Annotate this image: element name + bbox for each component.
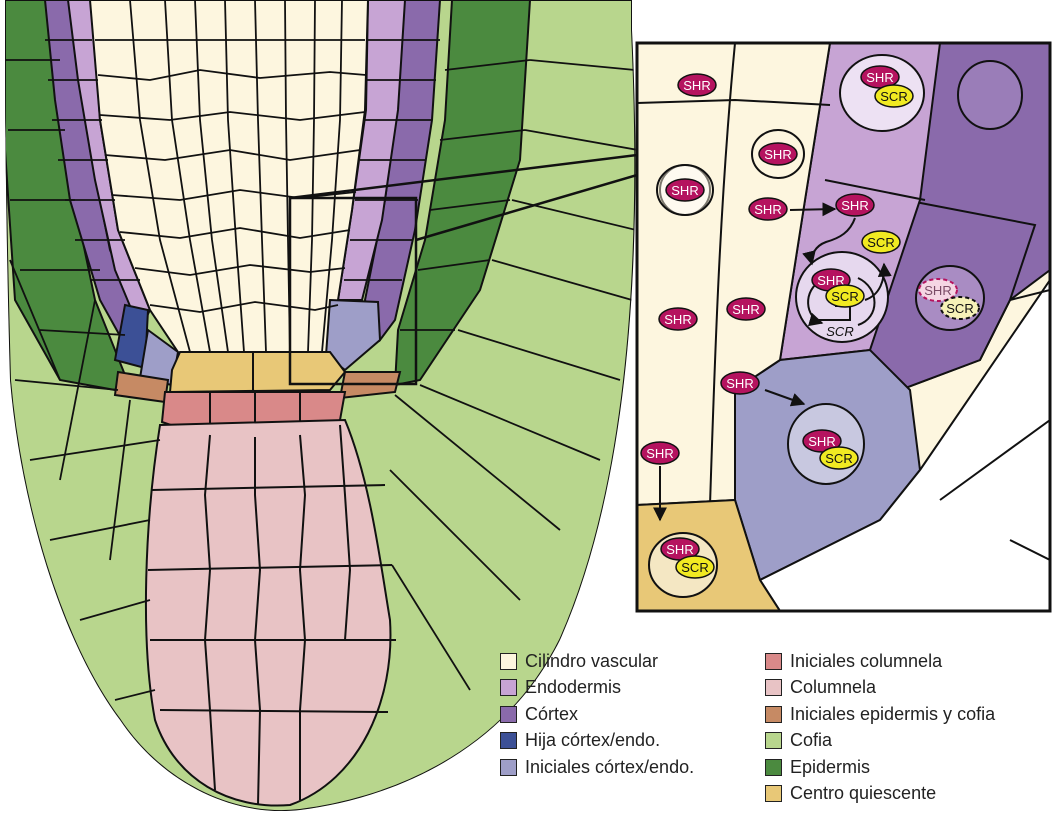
legend-label: Cofia — [790, 730, 832, 751]
shr-label: SHR — [683, 78, 710, 93]
legend-swatch — [765, 706, 782, 723]
legend-label: Cilindro vascular — [525, 651, 658, 672]
legend-swatch — [500, 679, 517, 696]
legend-swatch — [765, 679, 782, 696]
scr-label: SCR — [880, 89, 907, 104]
scr-label: SCR — [681, 560, 708, 575]
legend-item: Centro quiescente — [765, 781, 995, 808]
legend-swatch — [500, 732, 517, 749]
legend-swatch — [500, 759, 517, 776]
legend-item: Córtex — [500, 701, 694, 728]
legend-swatch — [765, 653, 782, 670]
shr-marker: SHR — [666, 179, 704, 201]
legend-swatch — [765, 732, 782, 749]
shr-label: SHR — [646, 446, 673, 461]
scr-label: SCR — [867, 235, 894, 250]
shr-label: SHR — [732, 302, 759, 317]
legend-item: Iniciales córtex/endo. — [500, 754, 694, 781]
shr-marker: SHR — [836, 194, 874, 216]
legend-swatch — [500, 706, 517, 723]
shr-marker: SHR — [759, 143, 797, 165]
scr-label: SCR — [825, 451, 852, 466]
legend-item: Epidermis — [765, 754, 995, 781]
shr-label: SHR — [666, 542, 693, 557]
centro-quiescente-region — [170, 352, 345, 392]
legend-label: Epidermis — [790, 757, 870, 778]
legend-swatch — [765, 759, 782, 776]
legend-swatch — [765, 785, 782, 802]
shr-marker: SHR — [727, 298, 765, 320]
legend-item: Cilindro vascular — [500, 648, 694, 675]
legend-item: Hija córtex/endo. — [500, 728, 694, 755]
shr-marker: SHR — [678, 74, 716, 96]
legend-item: Cofia — [765, 728, 995, 755]
shr-marker: SHR — [721, 372, 759, 394]
legend-label: Endodermis — [525, 677, 621, 698]
legend-label: Columnela — [790, 677, 876, 698]
inset-panel: SHR SHR SHR SHR SHR SHR SHR SHR SHR SHR … — [637, 43, 1050, 611]
legend-label: Córtex — [525, 704, 578, 725]
legend-label: Iniciales córtex/endo. — [525, 757, 694, 778]
shr-marker: SHR — [749, 198, 787, 220]
shr-label: SHR — [664, 312, 691, 327]
shr-label: SHR — [841, 198, 868, 213]
legend-label: Hija córtex/endo. — [525, 730, 660, 751]
legend-item: Endodermis — [500, 675, 694, 702]
legend-item: Iniciales epidermis y cofia — [765, 701, 995, 728]
scr-gene-label: SCR — [826, 324, 853, 339]
legend-label: Iniciales epidermis y cofia — [790, 704, 995, 725]
columnela-region — [146, 420, 391, 806]
scr-label: SCR — [946, 301, 973, 316]
legend-item: Columnela — [765, 675, 995, 702]
scr-marker: SCR — [862, 231, 900, 253]
shr-label: SHR — [726, 376, 753, 391]
scr-label: SCR — [831, 289, 858, 304]
shr-label: SHR — [866, 70, 893, 85]
legend-item: Iniciales columnela — [765, 648, 995, 675]
shr-label: SHR — [924, 283, 951, 298]
shr-label: SHR — [764, 147, 791, 162]
shr-label: SHR — [808, 434, 835, 449]
shr-marker: SHR — [659, 308, 697, 330]
shr-label: SHR — [671, 183, 698, 198]
shr-label: SHR — [754, 202, 781, 217]
shr-marker: SHR — [641, 442, 679, 464]
legend-swatch — [500, 653, 517, 670]
legend-label: Iniciales columnela — [790, 651, 942, 672]
legend-label: Centro quiescente — [790, 783, 936, 804]
